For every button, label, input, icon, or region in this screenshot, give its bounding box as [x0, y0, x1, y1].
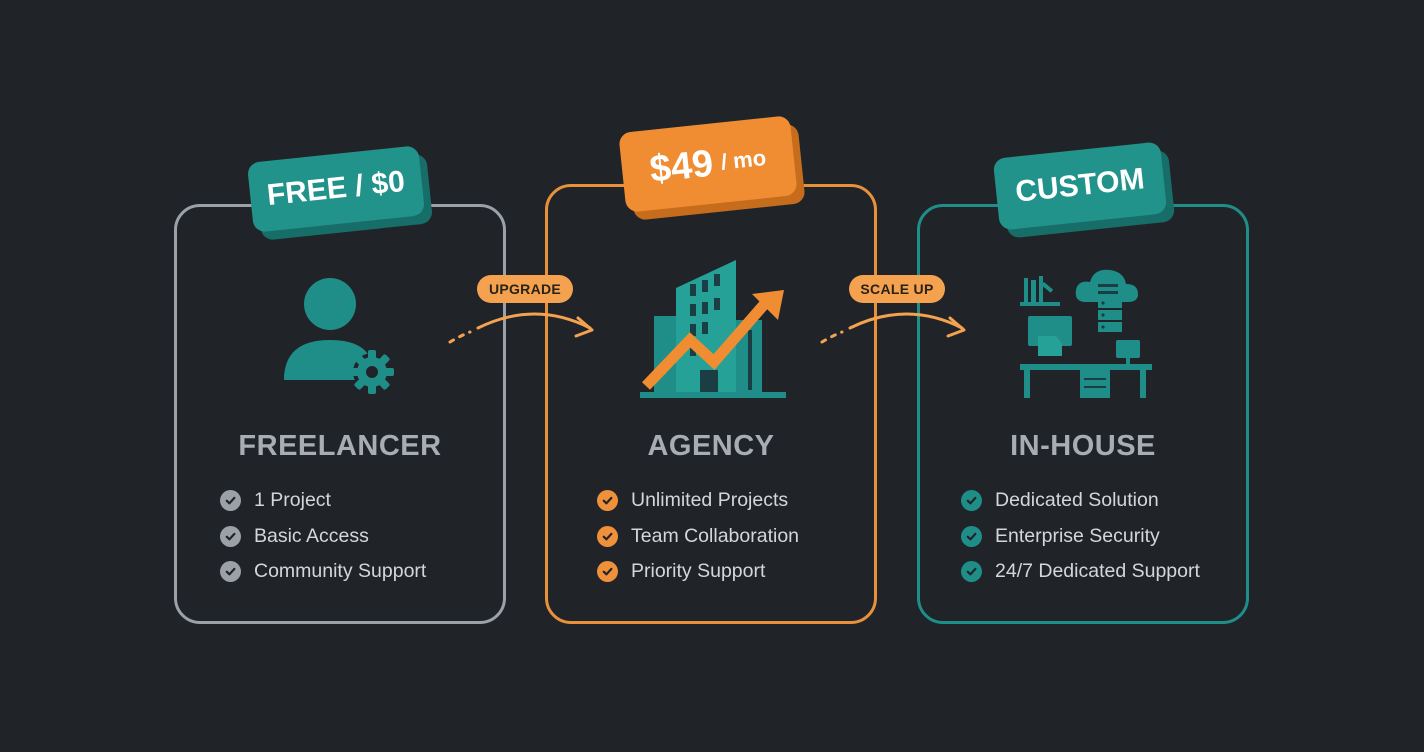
feature-label: Enterprise Security: [995, 524, 1160, 547]
scale-up-arrow-icon: [820, 312, 966, 344]
feature-item: Unlimited Projects: [597, 483, 799, 519]
feature-item: Priority Support: [597, 554, 799, 590]
feature-label: Priority Support: [631, 560, 766, 583]
feature-item: Basic Access: [220, 519, 426, 555]
feature-label: Team Collaboration: [631, 524, 800, 547]
feature-label: Basic Access: [254, 524, 369, 547]
check-icon: [961, 490, 982, 512]
feature-label: Community Support: [254, 560, 427, 583]
check-icon: [220, 490, 241, 512]
feature-label: 1 Project: [254, 489, 331, 512]
plan-title-freelancer: FREELANCER: [238, 430, 442, 462]
scale-up-badge: SCALE UP: [849, 275, 945, 303]
plan-card-agency[interactable]: [545, 184, 877, 624]
feature-item: Community Support: [220, 554, 426, 590]
feature-label: 24/7 Dedicated Support: [995, 560, 1200, 583]
user-gear-icon: [284, 278, 394, 394]
check-icon: [597, 490, 618, 512]
upgrade-arrow-icon: [448, 312, 594, 344]
feature-list-in-house: Dedicated Solution Enterprise Security 2…: [961, 483, 1200, 590]
check-icon: [220, 525, 241, 547]
check-icon: [961, 561, 982, 583]
feature-list-freelancer: 1 Project Basic Access Community Support: [220, 483, 426, 590]
plan-card-in-house[interactable]: [917, 204, 1249, 624]
feature-label: Dedicated Solution: [995, 489, 1159, 512]
check-icon: [220, 561, 241, 583]
feature-item: Team Collaboration: [597, 519, 799, 555]
plan-title-in-house: IN-HOUSE: [1010, 430, 1156, 462]
feature-label: Unlimited Projects: [631, 489, 789, 512]
feature-item: 24/7 Dedicated Support: [961, 554, 1200, 590]
office-cloud-server-icon: [1020, 269, 1152, 398]
feature-item: 1 Project: [220, 483, 426, 519]
plan-card-freelancer[interactable]: [174, 204, 506, 624]
price-suffix: / mo: [719, 144, 768, 175]
building-growth-icon: [640, 260, 786, 398]
feature-item: Dedicated Solution: [961, 483, 1200, 519]
price-label: $49: [647, 142, 716, 191]
feature-item: Enterprise Security: [961, 519, 1200, 555]
price-label: FREE / $0: [265, 164, 407, 213]
check-icon: [597, 525, 618, 547]
price-label: CUSTOM: [1013, 162, 1147, 209]
upgrade-badge: UPGRADE: [477, 275, 573, 303]
feature-list-agency: Unlimited Projects Team Collaboration Pr…: [597, 483, 799, 590]
check-icon: [597, 561, 618, 583]
plan-title-agency: AGENCY: [647, 430, 775, 462]
check-icon: [961, 525, 982, 547]
